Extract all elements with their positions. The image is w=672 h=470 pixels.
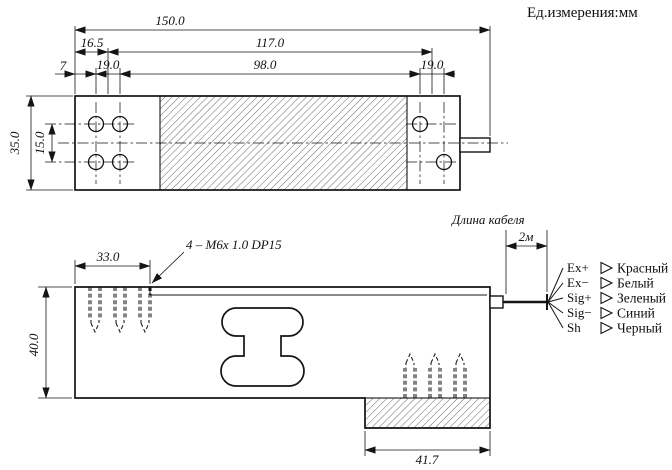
top-view-centerlines xyxy=(45,102,508,184)
flexure-cutout xyxy=(220,307,305,387)
wire-row-shield: Sh Черный xyxy=(567,320,662,336)
wire-color-label: Белый xyxy=(617,276,654,291)
wire-signal-label: Ex+ xyxy=(567,260,589,275)
dim-cable-length: 2м xyxy=(505,229,548,294)
dim-label-19-left: 19.0 xyxy=(97,57,120,72)
dim-label-19-right: 19.0 xyxy=(421,57,444,72)
wire-signal-label: Ex− xyxy=(567,275,589,290)
cable-gland xyxy=(489,295,504,309)
cable-length-label: Длина кабеля xyxy=(450,212,525,227)
dim-117: 117.0 xyxy=(107,35,433,56)
wire-signal-label: Sh xyxy=(567,320,581,335)
dim-40: 40.0 xyxy=(26,286,72,399)
wire-color-label: Синий xyxy=(617,306,655,321)
dim-label-15: 15.0 xyxy=(32,131,47,154)
side-view: 4 – M6x 1.0 DP15 33.0 40.0 41.7 xyxy=(26,237,491,467)
dim-33: 33.0 xyxy=(74,249,151,284)
wire-color-triangle-icon xyxy=(600,321,614,335)
thread-note-label: 4 – M6x 1.0 DP15 xyxy=(186,237,282,252)
dim-35: 35.0 xyxy=(7,95,35,191)
thread-note: 4 – M6x 1.0 DP15 xyxy=(151,237,282,284)
wire-signal-label: Sig− xyxy=(567,305,592,320)
wire-row-ex-plus: Ex+ Красный xyxy=(567,260,668,276)
dim-label-150: 150.0 xyxy=(155,13,185,28)
dim-19-right: 19.0 xyxy=(409,57,455,78)
wire-row-sig-plus: Sig+ Зеленый xyxy=(567,290,666,306)
wire-fan xyxy=(547,267,564,329)
dim-19-left: 19.0 xyxy=(85,57,131,78)
threaded-holes-bottom xyxy=(403,352,467,398)
dim-41-7: 41.7 xyxy=(364,431,491,467)
wire-color-label: Красный xyxy=(617,261,668,276)
wire-row-sig-minus: Sig− Синий xyxy=(567,305,655,321)
dim-98: 98.0 xyxy=(119,57,421,78)
top-view-cable-stub xyxy=(459,137,491,153)
dim-label-40: 40.0 xyxy=(26,333,41,356)
dim-overall-length: 150.0 xyxy=(74,13,491,34)
dim-label-35: 35.0 xyxy=(7,131,22,155)
dim-16-5: 16.5 xyxy=(74,35,109,56)
dim-label-117: 117.0 xyxy=(256,35,285,50)
cable-diagram: Длина кабеля 2м Ex+ Красный Ex− Белый Si… xyxy=(450,212,668,336)
dim-label-2m: 2м xyxy=(519,229,534,244)
dim-label-7: 7 xyxy=(60,58,67,73)
dim-label-16-5: 16.5 xyxy=(81,35,104,50)
dim-label-98: 98.0 xyxy=(254,57,277,72)
wire-signal-label: Sig+ xyxy=(567,290,592,305)
wire-color-triangle-icon xyxy=(600,276,614,290)
wire-color-triangle-icon xyxy=(600,306,614,320)
top-view: 150.0 16.5 117.0 7 19.0 98.0 xyxy=(7,13,508,191)
side-view-hatched-base xyxy=(364,397,491,429)
wire-color-triangle-icon xyxy=(600,291,614,305)
dim-label-33: 33.0 xyxy=(96,249,120,264)
wire-row-ex-minus: Ex− Белый xyxy=(567,275,654,291)
wire-color-label: Зеленый xyxy=(617,291,666,306)
dim-label-41-7: 41.7 xyxy=(416,452,439,467)
top-view-mounting-holes xyxy=(87,115,453,171)
wire-color-triangle-icon xyxy=(600,261,614,275)
threaded-holes-top xyxy=(88,287,152,334)
units-label: Ед.измерения:мм xyxy=(527,5,638,21)
wire-color-label: Черный xyxy=(617,321,662,336)
dim-15: 15.0 xyxy=(32,123,56,163)
